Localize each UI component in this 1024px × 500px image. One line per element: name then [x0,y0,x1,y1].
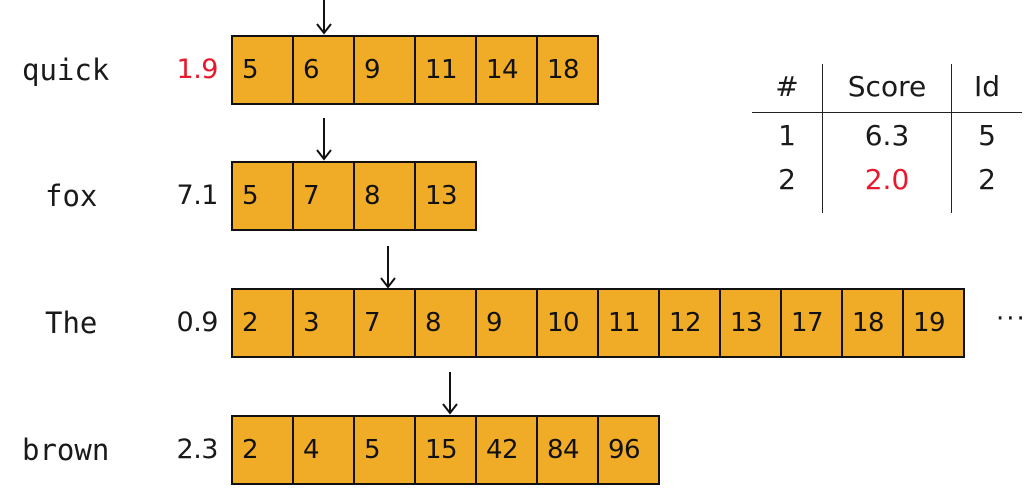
score-cell: 2.0 [822,157,952,213]
term-weight: 7.1 [176,180,219,211]
doc-id-cell: 18 [841,288,904,358]
term-weight: 1.9 [176,54,219,85]
doc-id-cell: 2 [231,288,294,358]
posting-row-fox: fox 7.1 5 7 8 13 [0,161,1024,231]
doc-id-cell: 42 [475,415,538,485]
cursor-arrow-icon [314,118,334,162]
doc-id-cell: 6 [292,35,355,105]
doc-id-cell: 5 [231,161,294,231]
posting-list: 5 7 8 13 [231,161,477,231]
table-row: 2 2.0 2 [752,157,1022,213]
doc-id-cell: 13 [414,161,477,231]
posting-row-quick: quick 1.9 5 6 9 11 14 18 [0,35,1024,105]
doc-id-cell: 84 [536,415,599,485]
doc-id-cell: 15 [414,415,477,485]
posting-list: 2 4 5 15 42 84 96 [231,415,660,485]
term-label: The [45,306,98,340]
truncation-ellipsis: ··· [996,304,1024,334]
doc-id-cell: 9 [353,35,416,105]
doc-id-cell: 12 [658,288,721,358]
cursor-arrow-icon [314,0,334,36]
posting-list: 5 6 9 11 14 18 [231,35,599,105]
term-label: brown [22,433,110,467]
posting-list: 2 3 7 8 9 10 11 12 13 17 18 19 [231,288,965,358]
table-header-row: # Score Id [752,64,1022,113]
doc-id-cell: 11 [414,35,477,105]
term-label: fox [45,179,98,213]
doc-id-cell: 7 [353,288,416,358]
doc-id-cell: 11 [597,288,660,358]
doc-id-cell: 3 [292,288,355,358]
id-cell: 5 [978,118,996,152]
doc-id-cell: 17 [780,288,843,358]
doc-id-cell: 5 [231,35,294,105]
rank-cell: 1 [752,112,823,157]
doc-id-cell: 9 [475,288,538,358]
score-cell: 6.3 [822,112,952,157]
top-k-results-table: # Score Id 1 6.3 5 2 2.0 2 [752,64,1022,213]
term-weight: 0.9 [176,307,219,338]
posting-row-the: The 0.9 2 3 7 8 9 10 11 12 13 17 18 19 ·… [0,288,1024,358]
doc-id-cell: 4 [292,415,355,485]
cursor-arrow-icon [440,372,460,416]
rank-cell: 2 [752,157,823,213]
cursor-arrow-icon [378,246,398,290]
doc-id-cell: 8 [414,288,477,358]
term-label: quick [22,53,110,87]
column-header-score: Score [822,64,952,113]
doc-id-cell: 2 [231,415,294,485]
doc-id-cell: 14 [475,35,538,105]
doc-id-cell: 10 [536,288,599,358]
doc-id-cell: 5 [353,415,416,485]
term-weight: 2.3 [176,434,219,465]
doc-id-cell: 7 [292,161,355,231]
doc-id-cell: 96 [597,415,660,485]
doc-id-cell: 13 [719,288,782,358]
doc-id-cell: 18 [536,35,599,105]
doc-id-cell: 19 [902,288,965,358]
id-cell: 2 [978,162,996,196]
column-header-id: Id [973,69,1001,103]
table-row: 1 6.3 5 [752,112,1022,157]
doc-id-cell: 8 [353,161,416,231]
column-header-rank: # [752,64,823,113]
posting-row-brown: brown 2.3 2 4 5 15 42 84 96 [0,415,1024,485]
